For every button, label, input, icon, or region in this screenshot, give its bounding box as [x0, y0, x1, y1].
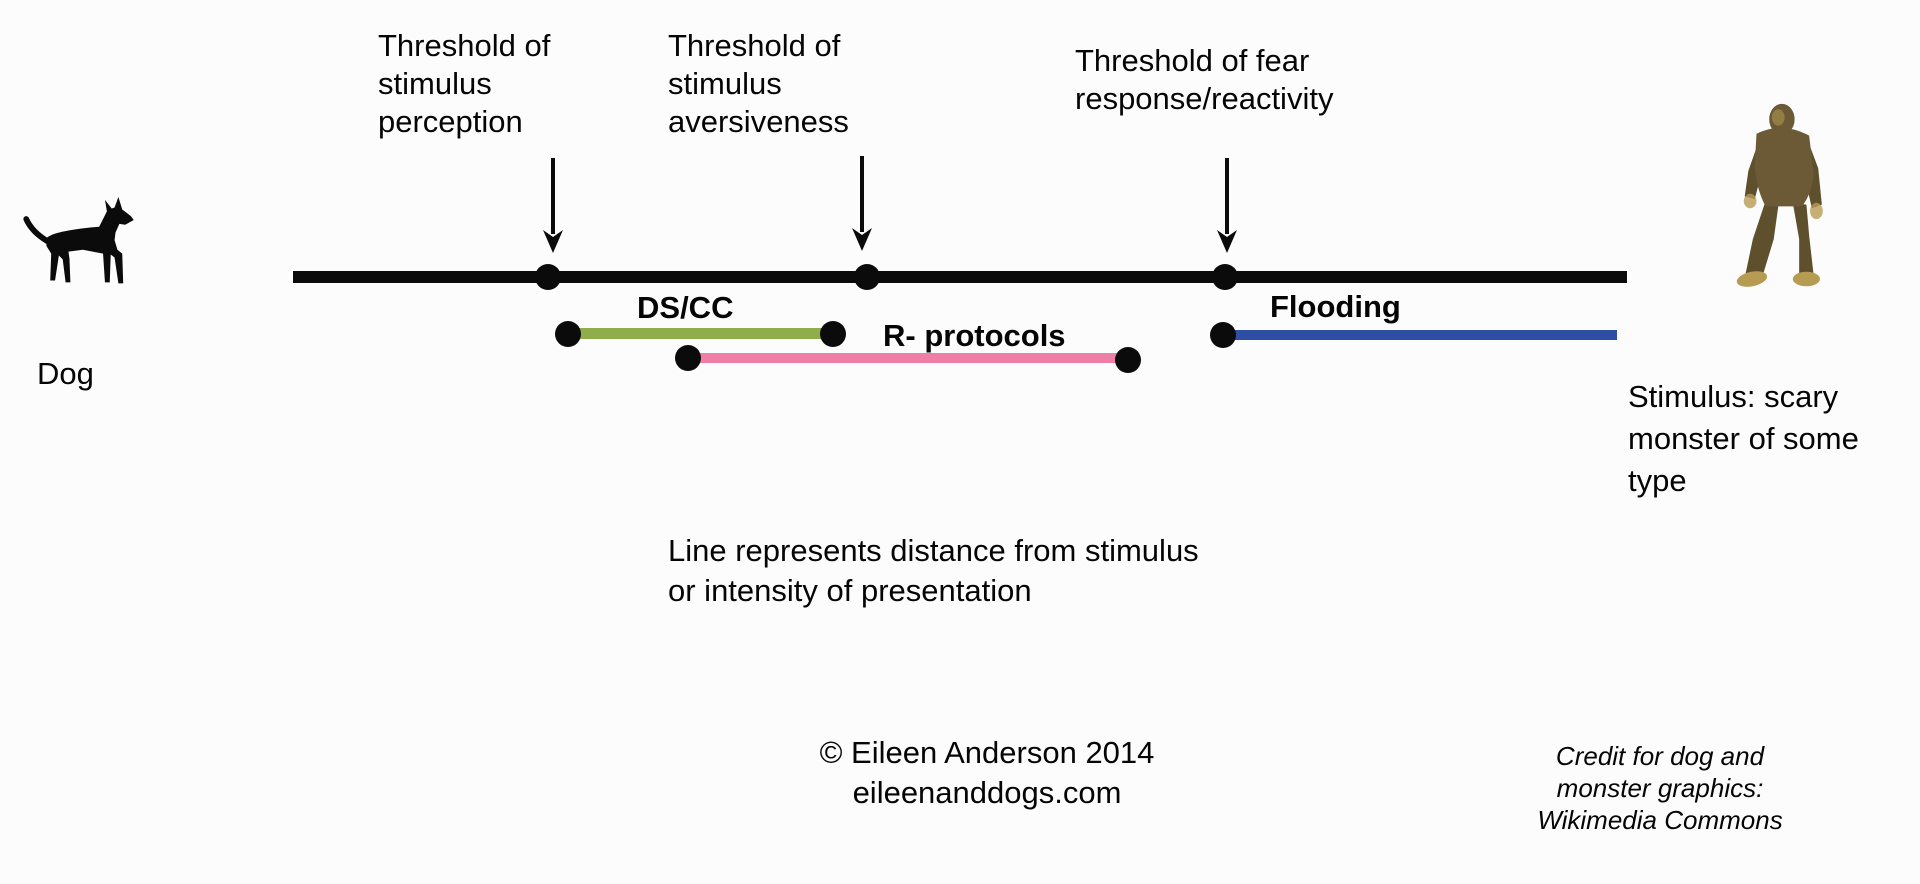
ds-cc-dot-right	[820, 321, 846, 347]
segment-line-r-protocols	[688, 353, 1128, 363]
threshold-arrow-fear	[1210, 158, 1244, 254]
dog-silhouette-body	[46, 196, 134, 284]
threshold-label-fear: Threshold of fear response/reactivity	[1075, 43, 1334, 116]
copyright-text: © Eileen Anderson 2014 eileenanddogs.com	[819, 735, 1155, 810]
r-protocols-dot-left	[675, 345, 701, 371]
line-meaning-caption: Line represents distance from stimulus o…	[668, 533, 1199, 608]
timeline-dot-fear	[1212, 264, 1238, 290]
flooding-dot-left	[1210, 322, 1236, 348]
segment-line-flooding	[1223, 330, 1617, 340]
timeline-dot-perception	[535, 264, 561, 290]
monster-icon	[1722, 98, 1840, 303]
segment-line-ds-cc	[568, 328, 833, 339]
distance-line	[293, 271, 1627, 283]
threshold-arrow-perception	[536, 158, 570, 254]
dog-icon	[22, 196, 138, 292]
stimulus-label: Stimulus: scary monster of some type	[1628, 379, 1859, 498]
graphics-credit-text: Credit for dog and monster graphics: Wik…	[1537, 741, 1783, 835]
dog-silhouette-tail	[23, 216, 51, 244]
timeline-dot-aversiveness	[854, 264, 880, 290]
threshold-arrow-aversiveness	[845, 156, 879, 252]
threshold-label-perception: Threshold of stimulus perception	[378, 28, 551, 139]
ds-cc-dot-left	[555, 321, 581, 347]
threshold-label-aversiveness: Threshold of stimulus aversiveness	[668, 28, 849, 139]
segment-label-flooding: Flooding	[1270, 289, 1401, 324]
segment-label-r-protocols: R- protocols	[883, 318, 1066, 353]
dog-label: Dog	[37, 356, 94, 391]
r-protocols-dot-right	[1115, 347, 1141, 373]
segment-label-ds-cc: DS/CC	[637, 290, 734, 325]
